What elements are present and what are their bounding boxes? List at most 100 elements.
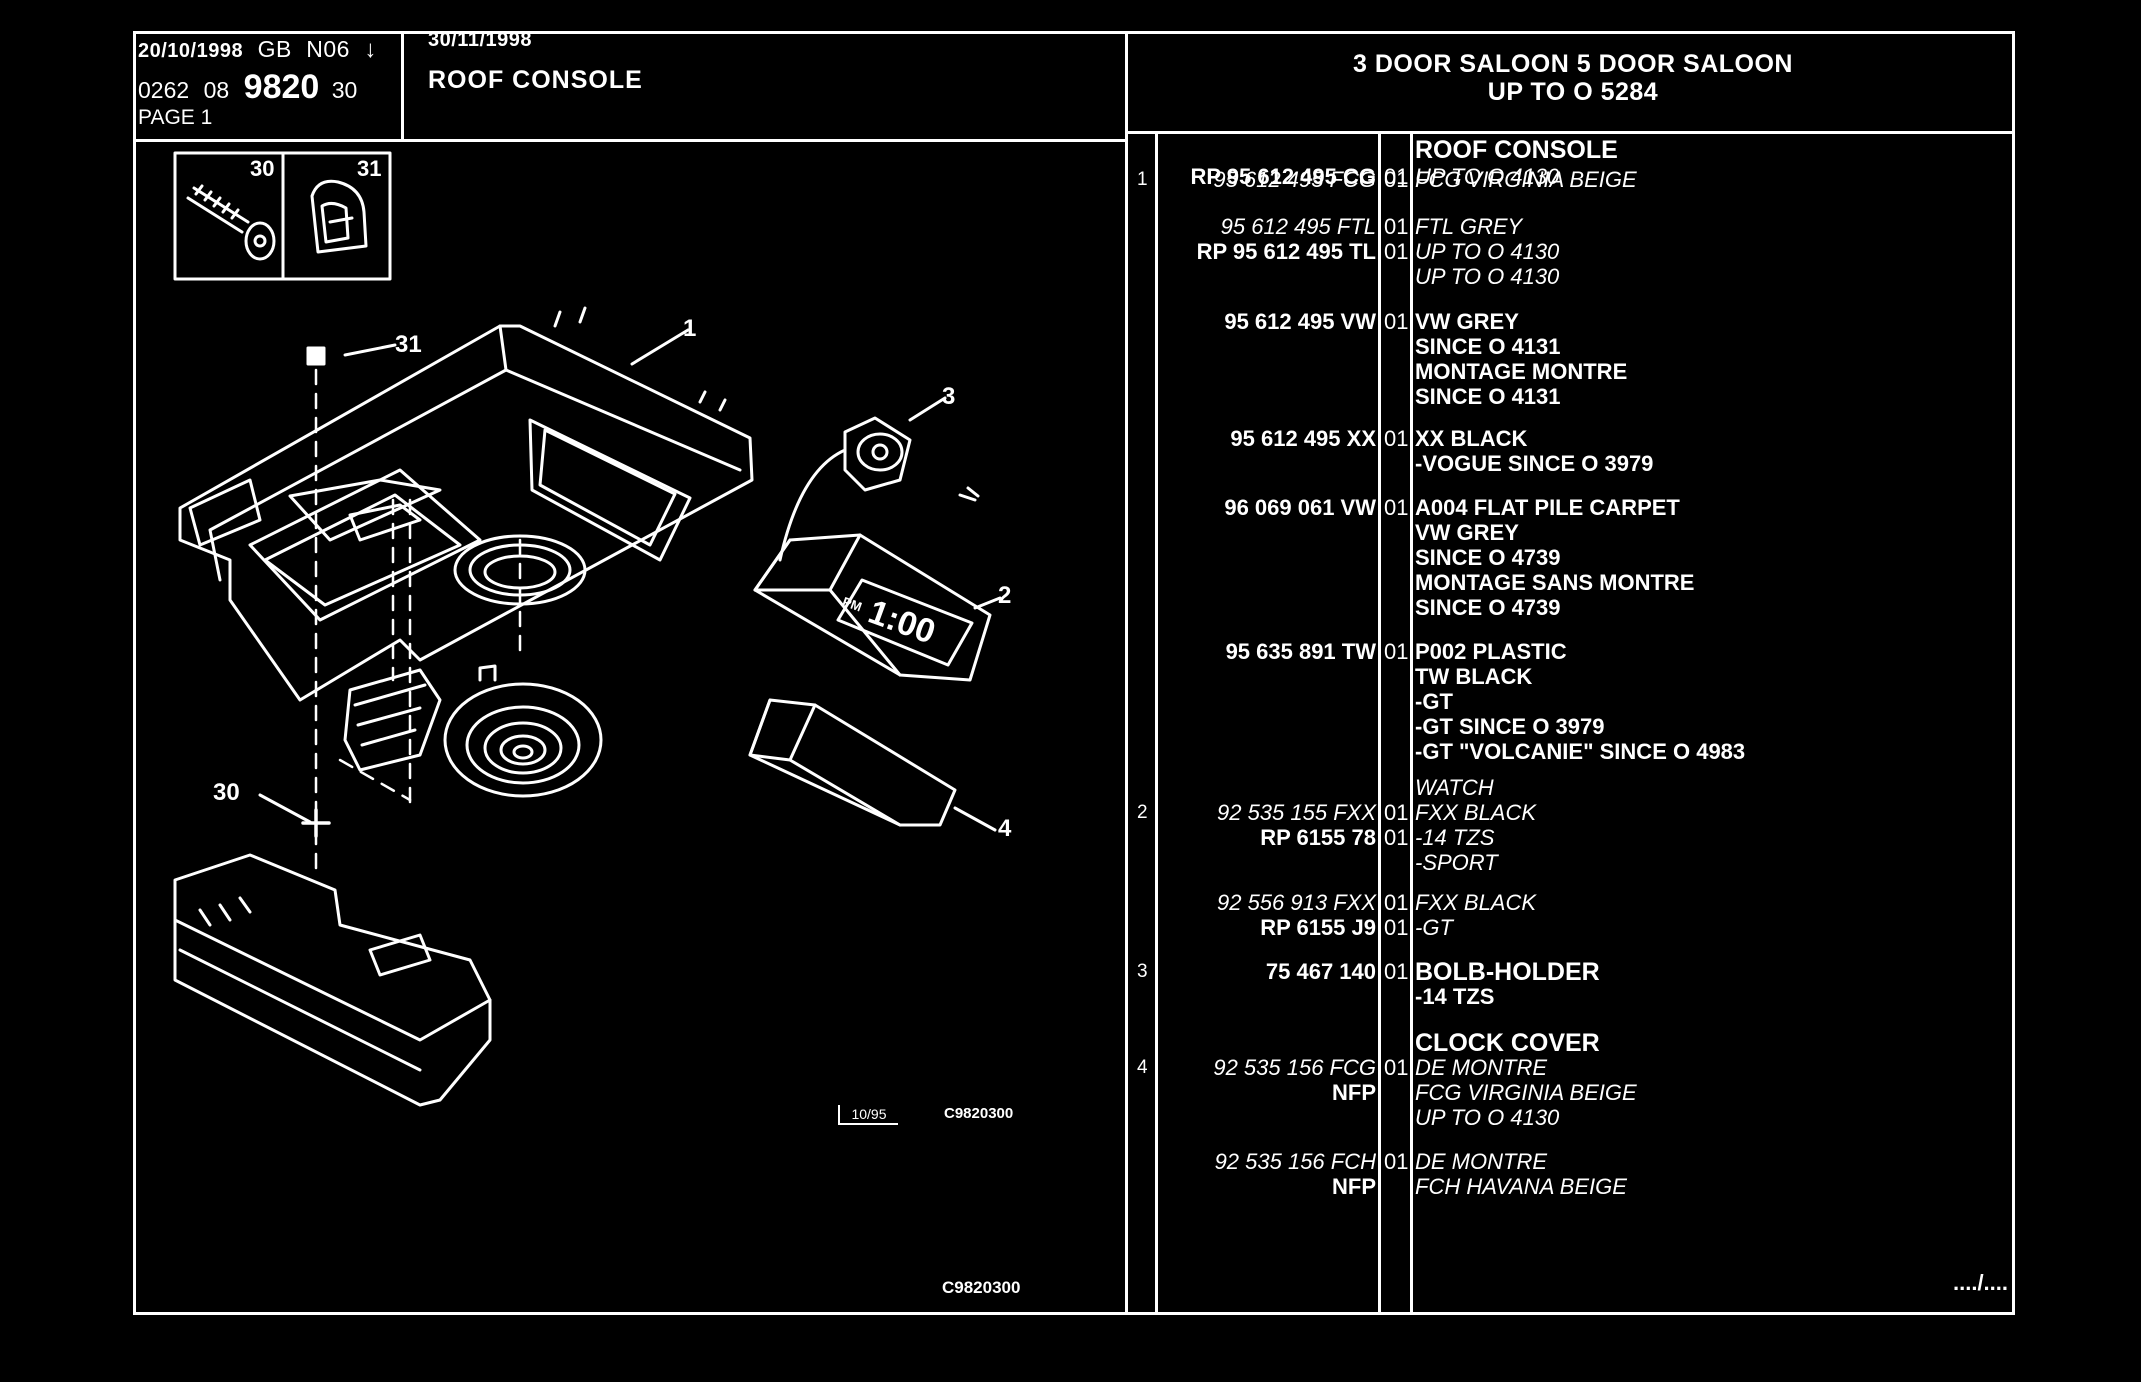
part-description: MONTAGE MONTRE: [1415, 359, 1628, 384]
application-heading: 3 DOOR SALOON 5 DOOR SALOON UP TO O 5284: [1128, 50, 2018, 106]
part-description: MONTAGE SANS MONTRE: [1415, 570, 1695, 595]
page-title: ROOF CONSOLE: [428, 66, 643, 94]
item-reference: 1: [1137, 169, 1148, 190]
quantity: 01: [1384, 426, 1409, 451]
part-description: SINCE O 4739: [1415, 545, 1561, 570]
part-description: SINCE O 4739: [1415, 595, 1561, 620]
quantity: 01: [1384, 915, 1409, 940]
footer-reference: C9820300: [942, 1278, 1021, 1297]
arrow-down-icon: ↓: [364, 36, 377, 63]
part-description: CLOCK COVER: [1415, 1029, 1600, 1057]
bulb-holder: [778, 416, 980, 562]
part-description: FCH HAVANA BEIGE: [1415, 1174, 1627, 1199]
part-description: P002 PLASTIC: [1415, 639, 1567, 664]
part-number: 75 467 140: [1265, 959, 1376, 984]
part-description: -GT "VOLCANIE" SINCE O 4983: [1415, 739, 1746, 764]
col-line-qty: [1410, 134, 1413, 1315]
part-description: -14 TZS: [1415, 984, 1495, 1009]
part-description: UP TO O 4130: [1415, 239, 1560, 264]
roof-console: [178, 306, 754, 702]
col-line-pn: [1378, 134, 1381, 1315]
quantity: 01: [1384, 495, 1409, 520]
header-bottom-left: [133, 139, 1125, 142]
callout-3: 3: [942, 383, 955, 410]
screw-30-marker: [301, 808, 331, 838]
quantity: 01: [1384, 959, 1409, 984]
part-description: FTL GREY: [1415, 214, 1523, 239]
issue-date: 20/10/1998: [138, 40, 244, 62]
part-description: UP TO O 4130: [1415, 1105, 1560, 1130]
part-description: TW BLACK: [1415, 664, 1533, 689]
part-number: 92 535 156 FCG: [1213, 1055, 1376, 1080]
watch-module: [753, 533, 992, 682]
quantity: 01: [1384, 164, 1409, 189]
part-description: FXX BLACK: [1415, 890, 1537, 915]
guide-lines: [314, 368, 522, 872]
group-number: 0262: [138, 77, 190, 103]
language-code: GB: [257, 36, 292, 62]
screw-icon: [186, 184, 276, 261]
part-description: SINCE O 4131: [1415, 334, 1561, 359]
part-number: 92 535 156 FCH: [1214, 1149, 1376, 1174]
part-description: VW GREY: [1415, 309, 1519, 334]
callout-30: 30: [213, 779, 240, 806]
callout-2: 2: [998, 582, 1011, 609]
quantity: 01: [1384, 1055, 1409, 1080]
center-divider: [1125, 31, 1128, 1315]
drawing-reference: C9820300: [944, 1105, 1014, 1122]
quantity: 01: [1384, 639, 1409, 664]
part-description: FXX BLACK: [1415, 800, 1537, 825]
application-line-1: 3 DOOR SALOON 5 DOOR SALOON: [1353, 50, 1793, 78]
quantity: 01: [1384, 239, 1409, 264]
part-description: FCG VIRGINIA BEIGE: [1415, 167, 1637, 192]
part-description: -VOGUE SINCE O 3979: [1415, 451, 1654, 476]
model-code: N06: [306, 36, 350, 62]
inset-label-31: 31: [357, 156, 381, 181]
application-line-2: UP TO O 5284: [1487, 78, 1659, 106]
callout-1: 1: [683, 315, 696, 342]
header-bottom-right: [1125, 131, 2015, 134]
page-frame: [133, 31, 2015, 1315]
part-description: A004 FLAT PILE CARPET: [1415, 495, 1680, 520]
continued-marker: ..../....: [1953, 1270, 2009, 1295]
item-reference: 2: [1137, 802, 1148, 823]
round-grille: [443, 664, 603, 798]
exploded-diagram: 1:00 PM 30 31 1 31 3 2 30 4: [173, 151, 1012, 1107]
inset-label-30: 30: [250, 156, 274, 181]
quantity: 01: [1384, 214, 1409, 239]
item-reference: 3: [1137, 961, 1148, 982]
part-description: BOLB-HOLDER: [1415, 958, 1600, 986]
part-description: FCG VIRGINIA BEIGE: [1415, 1080, 1637, 1105]
callout-31: 31: [395, 331, 422, 358]
part-description: -SPORT: [1415, 850, 1498, 875]
part-description: UP TO O 4130: [1415, 264, 1560, 289]
quantity: 01: [1384, 890, 1409, 915]
part-number: NFP: [1332, 1174, 1376, 1199]
part-description: -GT SINCE O 3979: [1415, 714, 1605, 739]
part-number: 96 069 061 VW: [1224, 495, 1376, 520]
part-number: 92 535 155 FXX: [1216, 800, 1376, 825]
part-description: WATCH: [1415, 775, 1494, 800]
part-description: UP TO O 4130: [1415, 164, 1560, 189]
console-cover: [173, 853, 492, 1107]
callout-4: 4: [998, 815, 1012, 842]
part-description: DE MONTRE: [1415, 1055, 1547, 1080]
part-description: -GT: [1415, 689, 1453, 714]
part-number: RP 6155 78: [1260, 825, 1376, 850]
col-line-ref: [1155, 134, 1158, 1315]
edition-box: 10/95: [838, 1105, 898, 1125]
part-description: XX BLACK: [1415, 426, 1528, 451]
subgroup-number: 08: [203, 77, 230, 103]
part-number: RP 95 612 495 CG: [1190, 164, 1377, 189]
part-number: 95 612 495 FTL: [1220, 214, 1376, 239]
clip-icon: [310, 179, 368, 254]
quantity: 01: [1384, 167, 1409, 192]
item-reference: 4: [1137, 1057, 1148, 1078]
part-description: DE MONTRE: [1415, 1149, 1547, 1174]
quantity: 01: [1384, 825, 1409, 850]
part-group-heading: ROOF CONSOLE: [1415, 136, 1618, 164]
revision-date: 30/11/1998: [428, 29, 532, 51]
clock-cover: [748, 698, 957, 827]
part-number: 92 556 913 FXX: [1216, 890, 1376, 915]
part-number: RP 95 612 495 TL: [1196, 239, 1376, 264]
